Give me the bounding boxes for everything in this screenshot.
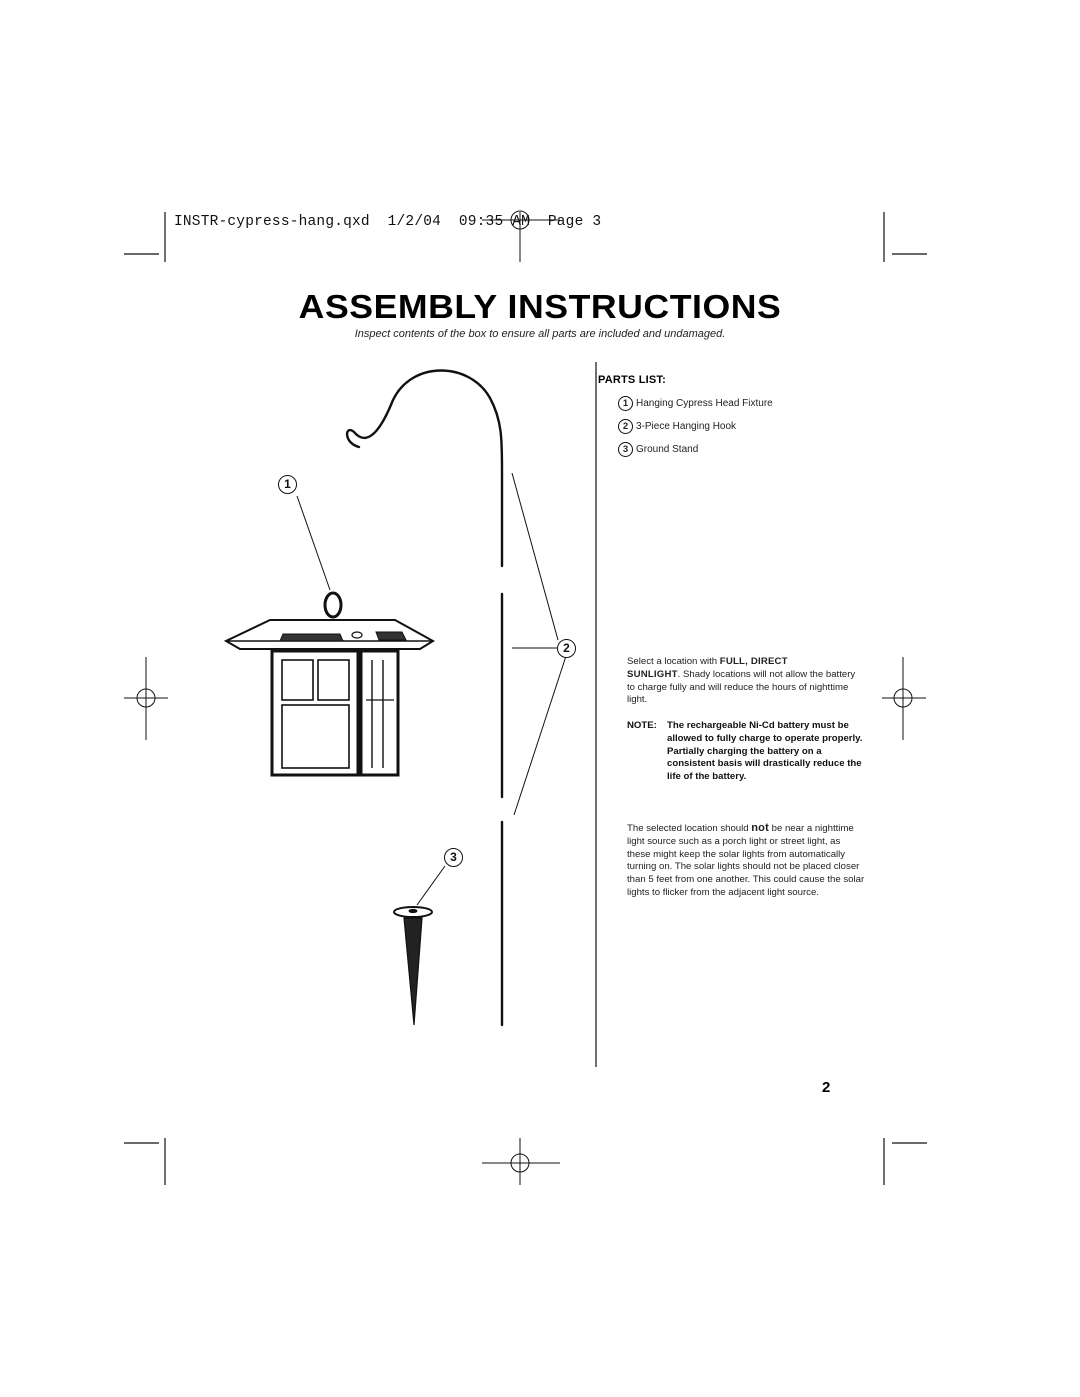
location-paragraph: Select a location with FULL, DIRECT SUNLI… (627, 656, 865, 707)
part-number-badge: 1 (618, 396, 633, 411)
page-subtitle: Inspect contents of the box to ensure al… (354, 328, 726, 340)
note-text: The rechargeable Ni-Cd battery must be a… (667, 720, 863, 783)
lantern-illustration (223, 495, 435, 777)
placement-paragraph: The selected location should not be near… (627, 822, 865, 900)
parts-list-heading: PARTS LIST: (598, 374, 666, 386)
callout-3: 3 (444, 848, 463, 867)
registration-marks (124, 210, 926, 1185)
location-text-part2: . Shady locations will not allow the bat… (627, 668, 856, 706)
part-label: 3-Piece Hanging Hook (636, 421, 737, 432)
note-label: NOTE: (627, 720, 657, 731)
part-number-badge: 2 (618, 419, 633, 434)
location-emphasis-1: FULL, DIRECT (719, 656, 788, 667)
placement-text-part1: The selected location should (627, 823, 752, 834)
hanging-hook-illustration (345, 369, 504, 1027)
hook-callout-lines (511, 472, 567, 816)
part-number-badge: 3 (618, 442, 633, 457)
location-emphasis-2: SUNLIGHT (627, 668, 678, 680)
crop-marks (124, 212, 927, 1185)
callout-2: 2 (557, 639, 576, 658)
page-number: 2 (822, 1079, 831, 1096)
part-label: Ground Stand (636, 444, 699, 455)
location-text-part1: Select a location with (627, 656, 720, 667)
placement-emphasis: not (751, 822, 769, 834)
part-label: Hanging Cypress Head Fixture (636, 398, 773, 409)
page-title: ASSEMBLY INSTRUCTIONS (298, 288, 782, 325)
print-slug-line: INSTR-cypress-hang.qxd 1/2/04 09:35 AM P… (174, 214, 602, 230)
callout-1: 1 (278, 475, 297, 494)
ground-stand-illustration (393, 865, 446, 1026)
placement-text-part2: be near a nighttime light source such as… (627, 823, 865, 898)
